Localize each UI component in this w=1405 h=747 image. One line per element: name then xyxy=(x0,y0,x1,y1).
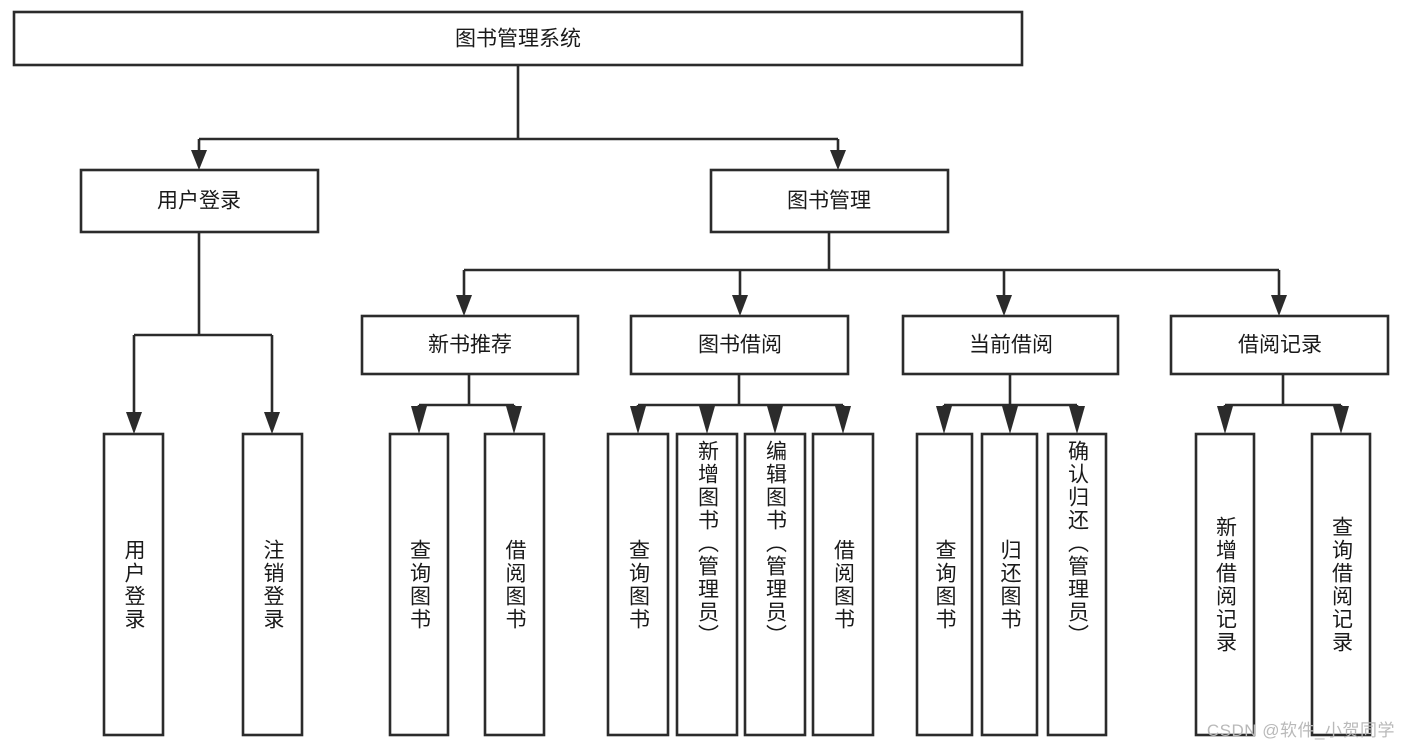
leaf-box-query-books-c[interactable] xyxy=(915,432,974,737)
node-root-box[interactable] xyxy=(12,10,1024,67)
node-current-borrow-box[interactable] xyxy=(901,314,1120,376)
arrow-borrow-leaf-1 xyxy=(630,406,646,434)
node-user-login-label: 用户登录 xyxy=(157,190,241,213)
arrow-bookmgmt-borrow xyxy=(732,295,748,316)
connectors-group xyxy=(126,65,1349,434)
leaf-box-user-login[interactable] xyxy=(102,432,165,737)
node-book-borrow-label: 图书借阅 xyxy=(698,334,782,357)
arrow-current-leaf-1 xyxy=(936,406,952,434)
node-book-borrow-box[interactable] xyxy=(629,314,850,376)
arrow-borrow-leaf-3 xyxy=(767,406,783,434)
node-book-management[interactable]: 图书管理 xyxy=(709,168,950,234)
node-user-login[interactable]: 用户登录 xyxy=(79,168,320,234)
node-book-borrow[interactable]: 图书借阅 xyxy=(629,314,850,376)
arrow-current-leaf-2 xyxy=(1002,406,1018,434)
leaf-box-query-books-new[interactable] xyxy=(388,432,450,737)
arrow-newbooks-leaf-2 xyxy=(506,406,522,434)
node-user-login-box[interactable] xyxy=(79,168,320,234)
leaf-box-query-books-b[interactable] xyxy=(606,432,670,737)
node-current-borrow[interactable]: 当前借阅 xyxy=(901,314,1120,376)
arrow-userlogin-leaf-1 xyxy=(126,412,142,434)
node-new-book-recommend[interactable]: 新书推荐 xyxy=(360,314,580,376)
leaf-box-query-record[interactable] xyxy=(1310,432,1372,737)
leaf-box-edit-book-admin[interactable] xyxy=(743,432,807,737)
arrow-bookmgmt-current xyxy=(996,295,1012,316)
arrow-borrow-leaf-4 xyxy=(835,406,851,434)
leaf-box-borrow-books-new[interactable] xyxy=(483,432,546,737)
arrow-borrow-leaf-2 xyxy=(699,406,715,434)
leaf-boxes-group xyxy=(102,432,1372,737)
leaf-box-add-book-admin[interactable] xyxy=(675,432,739,737)
node-borrow-records-box[interactable] xyxy=(1169,314,1390,376)
node-book-management-label: 图书管理 xyxy=(787,190,871,213)
leaf-box-add-record[interactable] xyxy=(1194,432,1256,737)
arrow-userlogin-leaf-2 xyxy=(264,412,280,434)
csdn-watermark: CSDN @软件_小贺同学 xyxy=(1206,721,1395,740)
arrow-newbooks-leaf-1 xyxy=(411,406,427,434)
node-borrow-records[interactable]: 借阅记录 xyxy=(1169,314,1390,376)
node-new-book-recommend-label: 新书推荐 xyxy=(428,334,512,357)
arrow-records-leaf-1 xyxy=(1217,406,1233,434)
arrow-records-leaf-2 xyxy=(1333,406,1349,434)
node-root[interactable]: 图书管理系统 xyxy=(12,10,1024,67)
node-new-book-recommend-box[interactable] xyxy=(360,314,580,376)
arrow-bookmgmt-records xyxy=(1271,295,1287,316)
leaf-box-borrow-books-b[interactable] xyxy=(811,432,875,737)
node-current-borrow-label: 当前借阅 xyxy=(969,334,1053,357)
leaf-box-logout[interactable] xyxy=(241,432,304,737)
arrow-root-to-book-mgmt xyxy=(830,150,846,170)
node-book-management-box[interactable] xyxy=(709,168,950,234)
arrow-current-leaf-3 xyxy=(1069,406,1085,434)
leaf-box-confirm-return[interactable] xyxy=(1046,432,1108,737)
leaf-box-return-books[interactable] xyxy=(980,432,1039,737)
arrow-root-to-user-login xyxy=(191,150,207,170)
node-borrow-records-label: 借阅记录 xyxy=(1238,334,1322,357)
arrow-bookmgmt-new-books xyxy=(456,295,472,316)
node-root-label: 图书管理系统 xyxy=(455,28,581,51)
